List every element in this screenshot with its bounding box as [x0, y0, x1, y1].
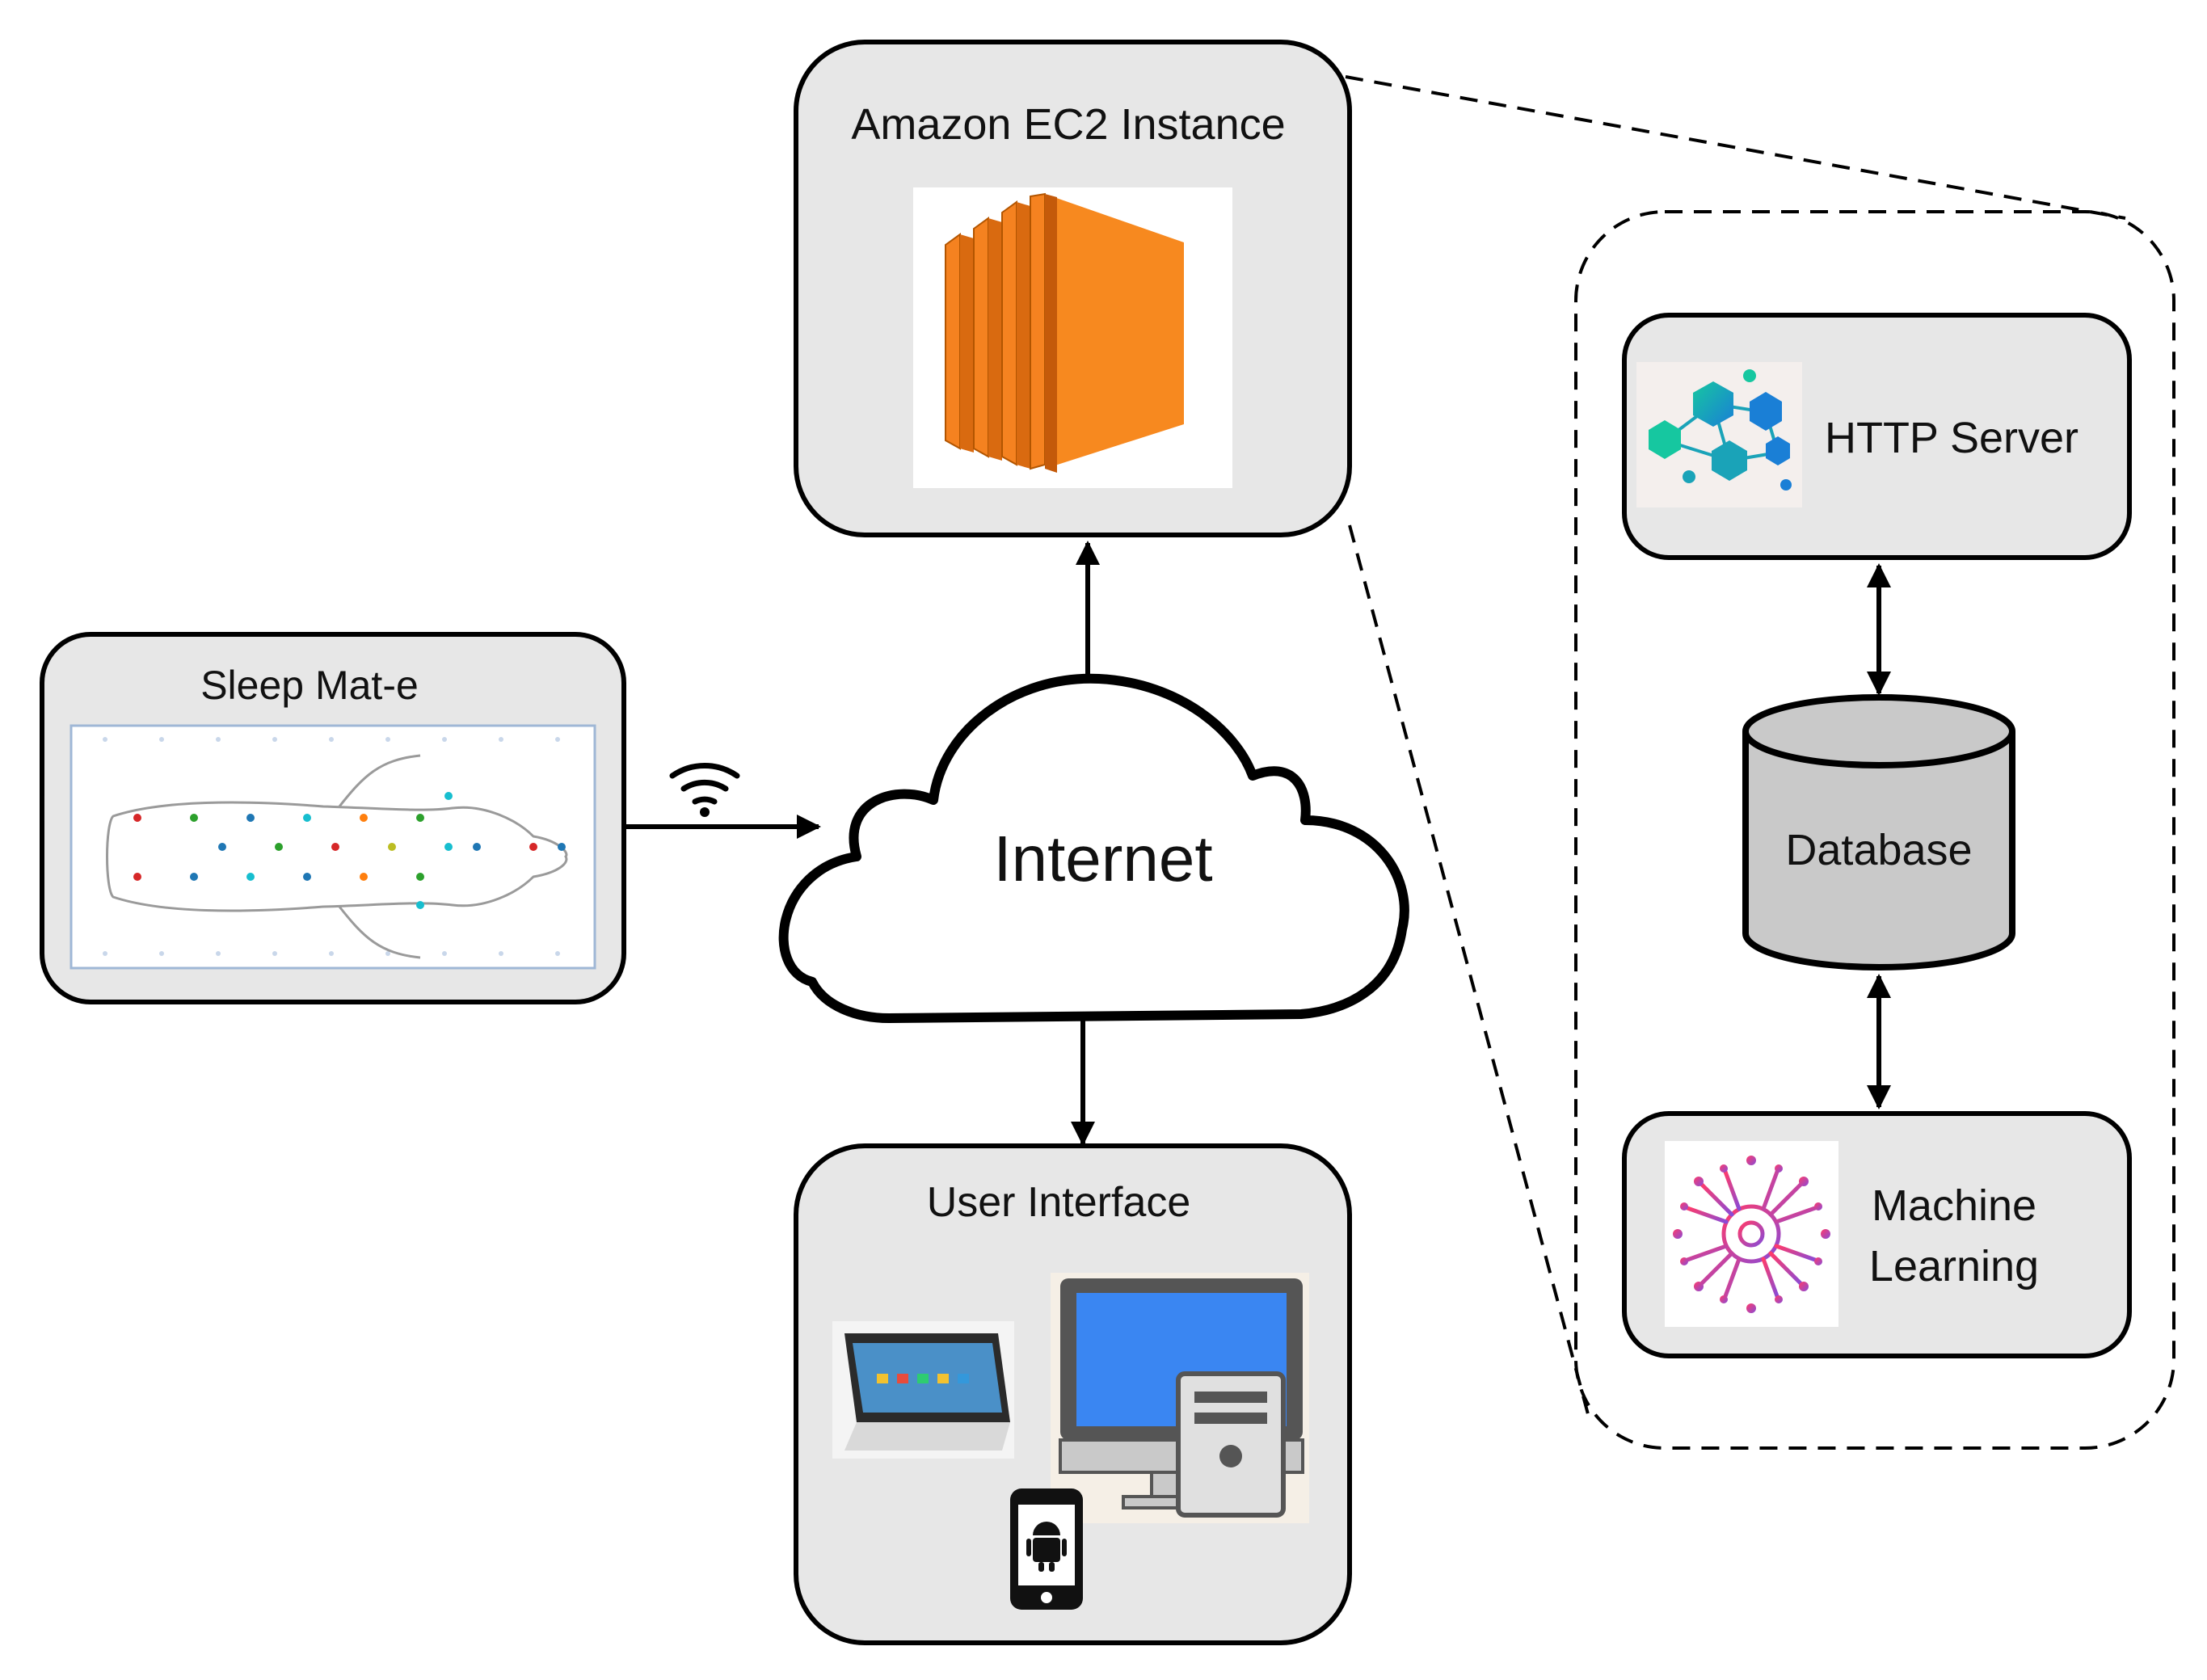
main-connections: [624, 541, 1100, 1146]
aws-ec2-icon: [913, 187, 1232, 488]
ec2-detail-container: [1574, 210, 2175, 1450]
http-server-label: HTTP Server: [1825, 414, 2079, 462]
database-node: Database: [1742, 694, 2015, 971]
sleep-mat-label: Sleep Mat-e: [200, 663, 419, 708]
ec2-label: Amazon EC2 Instance: [851, 100, 1285, 149]
brain-circuit-icon: [1665, 1141, 1838, 1327]
sleep-mat-node: Sleep Mat-e: [40, 632, 626, 1004]
internet-cloud-node: Internet: [778, 673, 1409, 1023]
desktop-computer-icon: [1051, 1273, 1309, 1523]
machine-learning-label-line1: Machine: [1872, 1181, 2036, 1230]
pressure-map-icon: [69, 724, 596, 970]
internet-label: Internet: [993, 823, 1212, 895]
network-graph-icon: [1636, 362, 1802, 507]
database-label: Database: [1785, 826, 1972, 874]
user-interface-node: User Interface: [794, 1143, 1352, 1645]
machine-learning-label-line2: Learning: [1869, 1242, 2039, 1291]
machine-learning-node: Machine Learning: [1622, 1111, 2132, 1358]
user-interface-label: User Interface: [927, 1179, 1191, 1226]
http-server-node: HTTP Server: [1622, 313, 2132, 560]
zoom-connector-lines: [1345, 75, 2126, 1415]
ec2-instance-node: Amazon EC2 Instance: [794, 40, 1352, 537]
tablet-icon: [832, 1321, 1014, 1459]
wifi-icon: [669, 763, 740, 817]
android-phone-icon: [1010, 1488, 1083, 1610]
